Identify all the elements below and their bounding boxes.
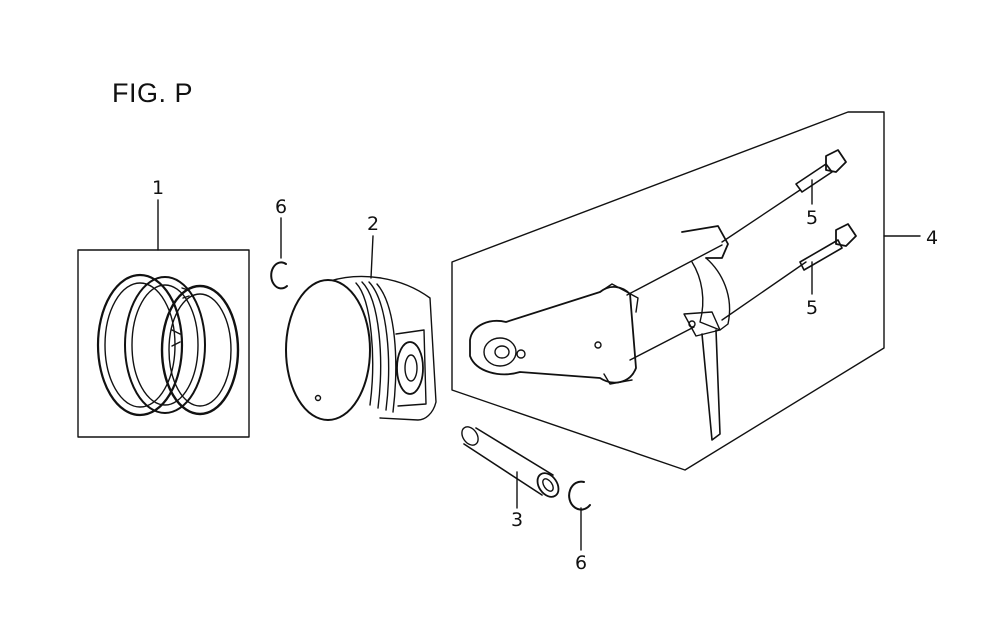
assembly-guide-line — [629, 326, 695, 361]
piston-rings-box — [77, 249, 250, 438]
piston-skirt — [329, 275, 437, 421]
assembly-guide-line — [626, 244, 723, 296]
ring-groove-4 — [376, 283, 397, 413]
callout-5-upper: 5 — [805, 207, 819, 229]
pin-clip-lower — [568, 480, 591, 551]
callout-5-lower: 5 — [805, 297, 819, 319]
ring-groove-2 — [361, 281, 382, 409]
callout-1: 1 — [151, 177, 165, 199]
pin-body — [463, 427, 554, 496]
rod-bolt-lower — [799, 223, 857, 295]
ring-gap-2 — [181, 287, 190, 299]
bolt-head — [835, 223, 857, 247]
pin-bore — [542, 478, 554, 492]
rod-beam — [469, 286, 637, 384]
small-end-eye — [483, 337, 517, 367]
small-end-bore — [494, 345, 510, 359]
oil-ring-inner — [168, 293, 232, 407]
compression-ring-second — [124, 276, 206, 414]
rod-cap-top — [681, 225, 729, 259]
pin-boss-outline — [395, 329, 427, 407]
callout-2: 2 — [366, 213, 380, 235]
compression-ring-second-inner — [131, 284, 199, 406]
figure-title: FIG. P — [112, 78, 194, 108]
piston-pin — [461, 426, 560, 509]
rod-bolt-upper — [795, 149, 847, 205]
ring-groove-1 — [355, 282, 374, 406]
callout-4: 4 — [925, 227, 939, 249]
pin-clip-upper — [270, 217, 288, 290]
piston-rings-set — [77, 199, 250, 438]
rod-big-end-top — [599, 283, 639, 313]
rod-bolt-hole — [594, 341, 602, 349]
compression-ring-top — [96, 273, 184, 417]
pin-boss — [396, 341, 424, 395]
callout-6-lower: 6 — [574, 552, 588, 574]
connecting-rod-assembly — [451, 111, 921, 471]
clip-ring-lower — [568, 480, 591, 511]
ring-gap — [171, 329, 181, 347]
ring-groove-3 — [368, 281, 390, 411]
bolt-guide-line — [721, 261, 807, 321]
oil-ring — [160, 284, 240, 416]
oil-hole — [516, 349, 526, 359]
pin-end-front — [536, 472, 560, 498]
callout-3: 3 — [510, 509, 524, 531]
piston — [285, 235, 437, 421]
clip-ring-upper — [270, 261, 288, 290]
bolt-shank — [799, 239, 843, 271]
oil-dipper — [701, 329, 721, 441]
pin-end-back — [461, 426, 479, 446]
compression-ring-top-inner — [104, 282, 176, 408]
leader-line-2 — [370, 235, 374, 279]
pin-bore — [404, 354, 418, 382]
callout-6-upper: 6 — [274, 196, 288, 218]
assembly-outline — [451, 111, 885, 471]
bolt-guide-line — [721, 189, 801, 243]
bolt-head — [825, 149, 847, 173]
piston-crown — [285, 279, 371, 421]
rod-big-end-bottom — [603, 373, 633, 385]
crown-mark — [314, 394, 322, 402]
cap-bolt-hole — [688, 320, 696, 328]
